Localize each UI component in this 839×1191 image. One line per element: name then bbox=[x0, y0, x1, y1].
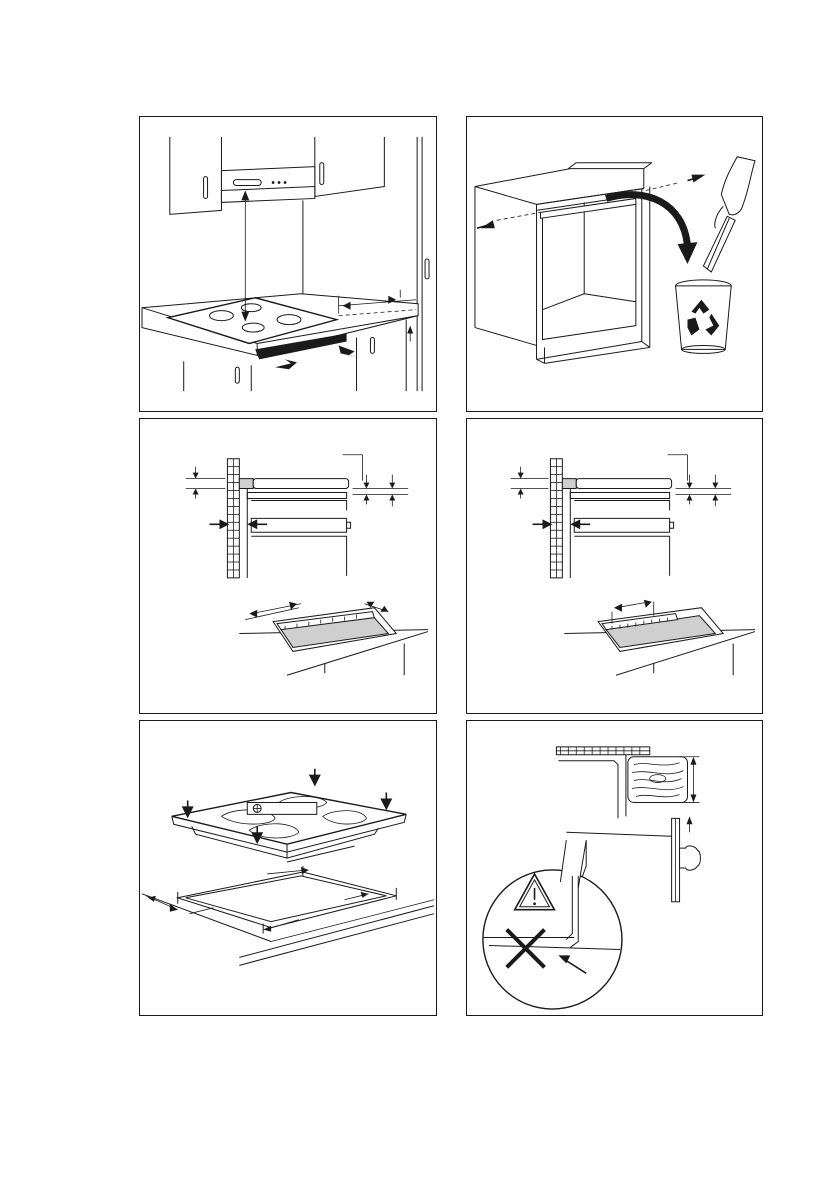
hood-hob-illustration bbox=[140, 117, 436, 411]
panel-remove-cabinet-panel bbox=[466, 116, 763, 412]
hood-icon bbox=[221, 167, 314, 203]
edge-warning-illustration bbox=[467, 721, 762, 1015]
section-illustration-a bbox=[140, 419, 436, 713]
section-illustration-b bbox=[467, 419, 762, 713]
wall-section-icon bbox=[550, 459, 562, 578]
panel-section-clearance-a bbox=[139, 418, 437, 714]
hand-icon bbox=[703, 157, 755, 272]
cabinet-illustration bbox=[467, 117, 762, 411]
panel-section-clearance-b bbox=[466, 418, 763, 714]
wall-section-icon bbox=[227, 459, 239, 578]
install-hob-illustration bbox=[140, 721, 436, 1015]
wood-edge-icon bbox=[628, 757, 688, 803]
recycle-bin-icon bbox=[676, 280, 732, 354]
panel-edge-warning bbox=[466, 720, 763, 1016]
panel-hood-hob-clearance bbox=[139, 116, 437, 412]
hob-icon bbox=[172, 793, 406, 859]
panel-install-hob bbox=[139, 720, 437, 1016]
